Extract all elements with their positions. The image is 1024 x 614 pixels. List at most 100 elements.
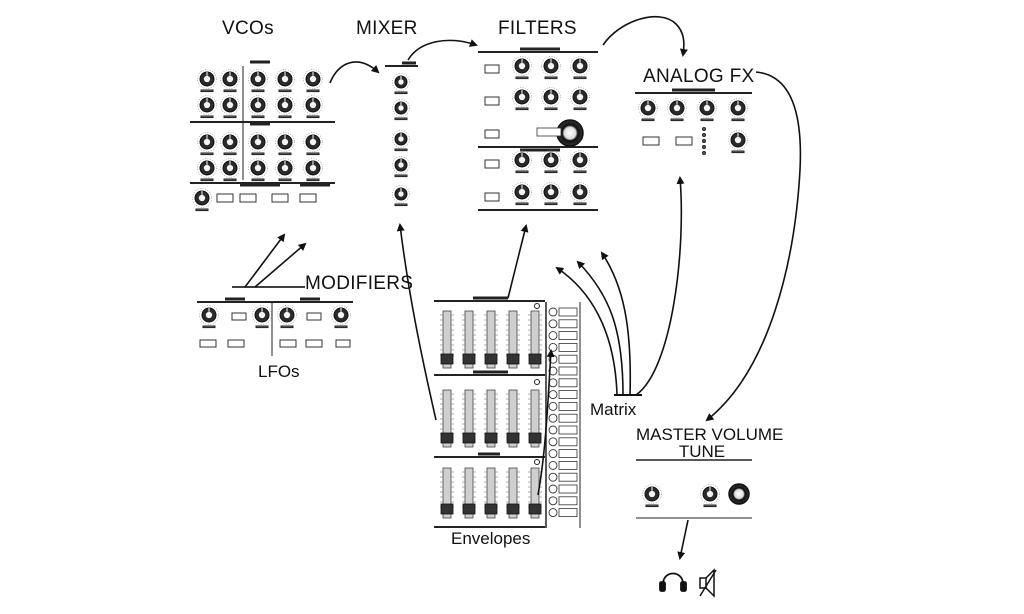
analog-fx-label: ANALOG FX (643, 66, 755, 87)
envelope-fader[interactable] (440, 310, 454, 369)
knob[interactable] (303, 132, 323, 156)
knob[interactable] (275, 158, 295, 182)
knob[interactable] (197, 95, 217, 119)
knob[interactable] (303, 158, 323, 182)
knob[interactable] (275, 132, 295, 156)
knob[interactable] (275, 95, 295, 119)
matrix-slot[interactable] (548, 307, 558, 317)
headphones-icon (659, 572, 687, 592)
speaker-icon (699, 568, 717, 598)
panel-button[interactable] (216, 193, 234, 203)
analog-fx-panel (635, 88, 752, 155)
vco-panel (190, 60, 335, 212)
lfo-panel (197, 286, 353, 356)
knob[interactable] (392, 156, 410, 178)
matrix-slot[interactable] (548, 449, 558, 459)
knob[interactable] (275, 69, 295, 93)
matrix-slot[interactable] (548, 342, 558, 352)
envelope-fader[interactable] (484, 467, 498, 519)
arrow-env-to-filters (507, 224, 529, 299)
envelope-fader[interactable] (462, 467, 476, 519)
knob[interactable] (303, 95, 323, 119)
knob[interactable] (392, 130, 410, 152)
knob[interactable] (197, 69, 217, 93)
matrix-slot[interactable] (548, 508, 558, 518)
arrow-env-internal (537, 349, 555, 496)
knob[interactable] (728, 130, 748, 154)
matrix-slot[interactable] (548, 319, 558, 329)
knob[interactable] (392, 73, 410, 95)
arrow-lfo-to-vco-2 (254, 242, 307, 288)
matrix-slot[interactable] (548, 331, 558, 341)
panel-button[interactable] (299, 193, 317, 203)
knob[interactable] (331, 305, 351, 329)
panel-button[interactable] (239, 193, 257, 203)
knob[interactable] (697, 98, 717, 122)
envelope-fader[interactable] (462, 389, 476, 448)
knob[interactable] (392, 99, 410, 121)
matrix-slot[interactable] (548, 460, 558, 470)
knob[interactable] (541, 150, 561, 174)
knob[interactable] (667, 98, 687, 122)
knob[interactable] (199, 305, 219, 329)
envelope-fader[interactable] (528, 389, 542, 448)
envelope-fader[interactable] (440, 389, 454, 448)
knob[interactable] (512, 150, 532, 174)
matrix-slot[interactable] (548, 401, 558, 411)
envelope-fader[interactable] (506, 467, 520, 519)
envelope-fader[interactable] (484, 389, 498, 448)
matrix-slot[interactable] (548, 378, 558, 388)
knob[interactable] (192, 188, 212, 212)
knob[interactable] (197, 158, 217, 182)
knob[interactable] (570, 182, 590, 206)
knob[interactable] (512, 87, 532, 111)
matrix-slot[interactable] (548, 413, 558, 423)
knob[interactable] (728, 98, 748, 122)
knob[interactable] (570, 87, 590, 111)
matrix-slot[interactable] (548, 472, 558, 482)
knob[interactable] (197, 132, 217, 156)
filters-label: FILTERS (498, 18, 577, 39)
knob[interactable] (512, 182, 532, 206)
knob[interactable] (277, 305, 297, 329)
knob[interactable] (700, 484, 720, 508)
knob[interactable] (541, 87, 561, 111)
panel-button[interactable] (271, 193, 289, 203)
knob[interactable] (570, 150, 590, 174)
knob[interactable] (248, 132, 268, 156)
arrow-fx-to-master (705, 71, 802, 422)
knob[interactable] (638, 98, 658, 122)
matrix-slot[interactable] (548, 366, 558, 376)
knob[interactable] (220, 69, 240, 93)
knob[interactable] (541, 56, 561, 80)
knob[interactable] (392, 185, 410, 207)
knob[interactable] (303, 69, 323, 93)
master-panel: · (636, 459, 752, 519)
knob[interactable] (248, 95, 268, 119)
knob[interactable] (570, 56, 590, 80)
knob[interactable] (220, 95, 240, 119)
envelope-fader[interactable] (440, 467, 454, 519)
knob[interactable] (248, 69, 268, 93)
matrix-label: Matrix (590, 400, 637, 419)
knob[interactable] (541, 182, 561, 206)
envelope-fader[interactable] (484, 310, 498, 369)
envelope-fader[interactable] (528, 310, 542, 369)
knob[interactable] (220, 158, 240, 182)
envelope-fader[interactable] (528, 467, 542, 519)
envelope-fader[interactable] (506, 389, 520, 448)
matrix-slot[interactable] (548, 484, 558, 494)
knob[interactable] (220, 132, 240, 156)
envelope-fader[interactable] (506, 310, 520, 369)
knob[interactable] (252, 305, 272, 329)
matrix-slot[interactable] (548, 496, 558, 506)
matrix-slot[interactable] (548, 390, 558, 400)
matrix-slot[interactable] (548, 425, 558, 435)
knob[interactable] (642, 484, 662, 508)
envelope-fader[interactable] (462, 310, 476, 369)
knob[interactable] (248, 158, 268, 182)
knob[interactable] (512, 56, 532, 80)
envelopes-panel (434, 296, 545, 528)
matrix-slot[interactable] (548, 437, 558, 447)
